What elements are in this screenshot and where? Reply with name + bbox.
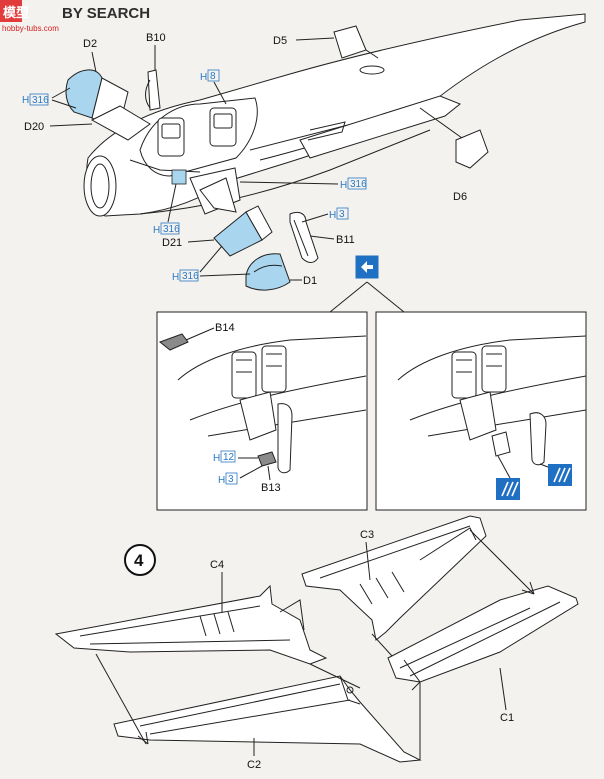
svg-text:H: H [329,210,336,221]
watermark-logo-icon [0,0,22,22]
label-c2: C2 [247,759,261,771]
decal-stripe-icon-2 [548,464,572,486]
nose-intake [83,155,117,217]
watermark-brand: BY SEARCH [62,5,150,22]
watermark-domain: hobby-tubs.com [2,24,59,33]
canopy-d21: D21 [162,177,273,257]
rear-seat [209,107,237,147]
label-c1: C1 [500,712,514,724]
label-d20: D20 [24,121,44,133]
part-b11: B11 [289,211,355,263]
alignment-guides [95,529,535,760]
label-d5: D5 [273,35,287,47]
canopy-d1: D1 [245,253,317,291]
paint-code-8: 8 [210,71,216,82]
part-d20: D20 [24,105,151,141]
label-d2: D2 [83,38,97,50]
watermark: 模型 BY SEARCH hobby-tubs.com [0,0,150,33]
decal-stripe-icon [496,478,520,500]
label-d21: D21 [162,237,182,249]
part-d6: D6 [419,107,489,203]
label-d1: D1 [303,275,317,287]
wing-part-c1: C1 [387,585,579,724]
paint-code-h316-a: H 316 [22,87,77,109]
paint-code-12: 12 [223,452,235,463]
svg-text:H: H [340,180,347,191]
svg-text:316: 316 [182,271,199,282]
label-b10: B10 [146,32,166,44]
fuselage-assembly [83,13,586,217]
label-c3: C3 [360,529,374,541]
part-d5: D5 [273,25,379,59]
paint-code-h316-c: H 316 [153,183,180,236]
part-b10: B10 [145,32,166,111]
option-panel-left: B14 H 12 H 3 B13 [156,311,368,511]
step-number-badge [124,544,156,576]
paint-code-h3-a: H 3 [301,207,349,223]
svg-text:H: H [200,72,207,83]
svg-text:H: H [213,453,220,464]
paint-prefix: H [22,95,29,106]
label-b11: B11 [336,234,355,246]
svg-text:H: H [172,272,179,283]
label-d6: D6 [453,191,467,203]
svg-text:316: 316 [163,224,180,235]
svg-text:3: 3 [228,474,234,485]
front-seat [157,117,185,157]
canopy-d1-clear-part [245,253,291,291]
option-branch [329,255,405,313]
paint-code-h316-b: H 316 [239,177,367,191]
option-panel-right [375,311,587,511]
paint-code-316: 316 [32,95,49,106]
paint-code-h316-d: H 316 [172,245,251,283]
svg-text:316: 316 [350,179,367,190]
wing-part-c4: C4 [54,559,328,665]
wing-part-c3: C3 [301,515,487,641]
fuselage-body [86,13,586,217]
watermark-brand-chinese: 模型 [3,5,29,20]
label-b13: B13 [261,482,281,494]
label-c4: C4 [210,559,224,571]
paint-code-h8: H 8 [200,69,227,105]
label-b14: B14 [215,322,235,334]
step-4: 4 [124,544,156,576]
step-number: 4 [134,551,144,570]
paint-code-3: 3 [339,209,345,220]
svg-text:H: H [153,225,160,236]
wing-part-c2: C2 [113,675,422,771]
svg-text:H: H [218,475,225,486]
